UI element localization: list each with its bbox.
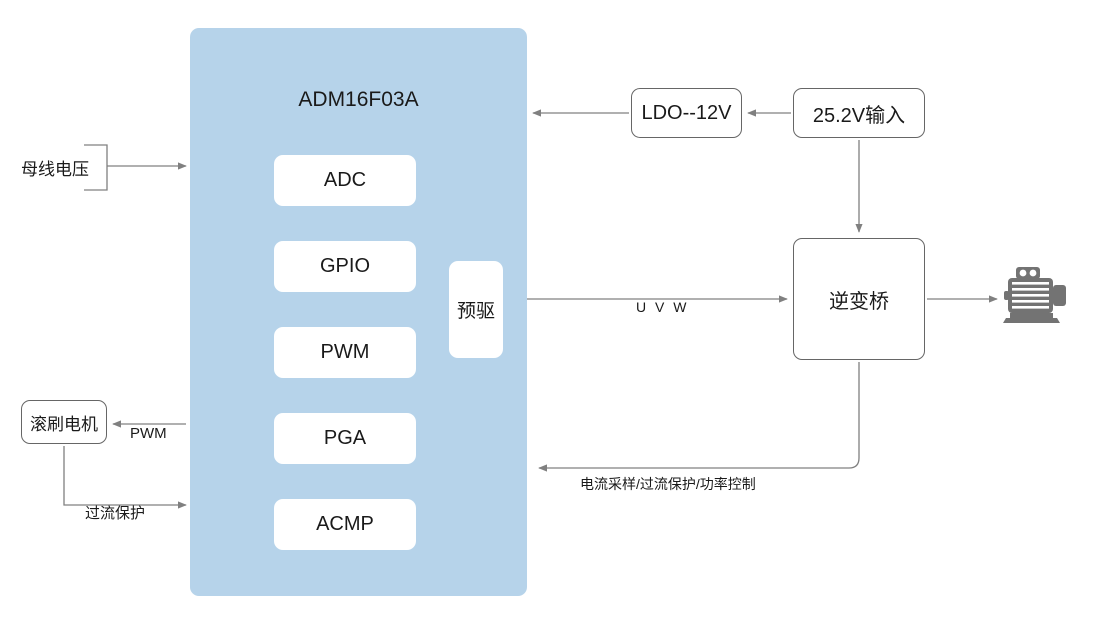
predriver-block[interactable]: 预驱 — [449, 261, 503, 358]
peripheral-block-pga[interactable]: PGA — [274, 413, 416, 464]
brush-motor-box[interactable]: 滚刷电机 — [21, 400, 107, 444]
uvw-wire-label: U V W — [636, 299, 689, 315]
wire-bridge-feedback-to-chip — [538, 362, 860, 472]
wire-brush-motor-ocp-to-chip — [63, 446, 187, 509]
bus-voltage-label: 母线电压 — [21, 160, 89, 179]
inverter-bridge-box[interactable]: 逆变桥 — [793, 238, 925, 360]
ldo-box[interactable]: LDO--12V — [631, 88, 742, 138]
peripheral-block-gpio[interactable]: GPIO — [274, 241, 416, 292]
supply-input-box[interactable]: 25.2V输入 — [793, 88, 925, 138]
pwm-wire-label: PWM — [130, 425, 167, 442]
overcurrent-label: 过流保护 — [85, 505, 146, 522]
peripheral-block-pwm[interactable]: PWM — [274, 327, 416, 378]
peripheral-block-adc[interactable]: ADC — [274, 155, 416, 206]
feedback-wire-label: 电流采样/过流保护/功率控制 — [580, 476, 756, 492]
peripheral-block-acmp[interactable]: ACMP — [274, 499, 416, 550]
bus-voltage-bracket — [84, 144, 108, 191]
mcu-chip-title: ADM16F03A — [298, 88, 419, 111]
motor-icon — [1003, 267, 1066, 323]
